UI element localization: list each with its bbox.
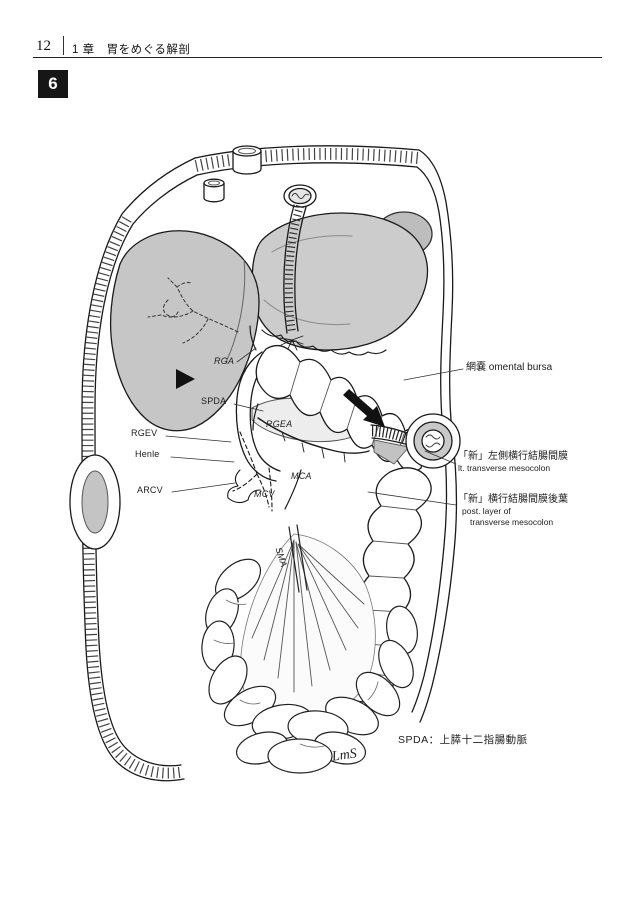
omental-bursa-text: 網嚢 omental bursa: [466, 362, 553, 373]
label-rga: RGA: [214, 356, 235, 366]
header-rule: [33, 57, 602, 58]
figure-footnote: SPDA：上膵十二指腸動脈: [398, 734, 528, 746]
label-rgea: RGEA: [266, 419, 293, 429]
vessel-stump-large: [232, 145, 262, 175]
leader-lines: [165, 347, 464, 506]
body-wall-top: [194, 145, 420, 176]
figure-number: 6: [48, 74, 58, 93]
label-rgev: RGEV: [131, 428, 158, 438]
page-number: 12: [36, 38, 51, 54]
stomach-shape: [251, 212, 429, 356]
mesentery: [240, 524, 376, 714]
sma-vessel: [288, 524, 308, 593]
liver-shape: [109, 230, 260, 432]
esophagus-tube: [279, 204, 307, 352]
esophagus-stump: [283, 184, 317, 208]
lt-transverse-mesocolon-en: lt. transverse mesocolon: [458, 463, 551, 473]
colon-cross-section: [405, 413, 461, 469]
small-intestine: [201, 558, 418, 774]
header-divider: [63, 36, 64, 55]
illustrator-signature: LmS: [331, 746, 358, 765]
vessels: [232, 325, 370, 512]
label-arcv: ARCV: [137, 485, 163, 495]
black-arrowhead-left: [176, 369, 195, 389]
label-omental-bursa: 網嚢 omental bursa: [466, 361, 552, 374]
post-layer-jp: 「新」横行結腸間膜後葉: [458, 494, 568, 505]
liver-ducts-dashed: [147, 277, 239, 344]
vessel-stump-small: [203, 178, 225, 203]
label-mca: MCA: [291, 471, 312, 481]
label-mcv: MCV: [254, 489, 275, 499]
black-arrow: [343, 389, 385, 427]
post-layer-en-line2: transverse mesocolon: [470, 517, 554, 528]
label-post-layer-mesocolon: 「新」横行結腸間膜後葉 post. layer of transverse me…: [458, 493, 568, 528]
label-spda: SPDA: [201, 396, 227, 406]
lt-transverse-mesocolon-jp: 「新」左側横行結腸間膜: [458, 451, 568, 462]
label-henle: Henle: [135, 449, 160, 459]
body-wall-window: [69, 454, 121, 550]
post-layer-en-line1: post. layer of: [462, 506, 511, 516]
cardia-starburst: [279, 335, 304, 352]
figure-number-box: 6: [38, 70, 68, 98]
chapter-title: 1 章 胃をめぐる解剖: [72, 44, 191, 56]
label-lt-transverse-mesocolon: 「新」左側横行結腸間膜 lt. transverse mesocolon: [458, 450, 568, 474]
